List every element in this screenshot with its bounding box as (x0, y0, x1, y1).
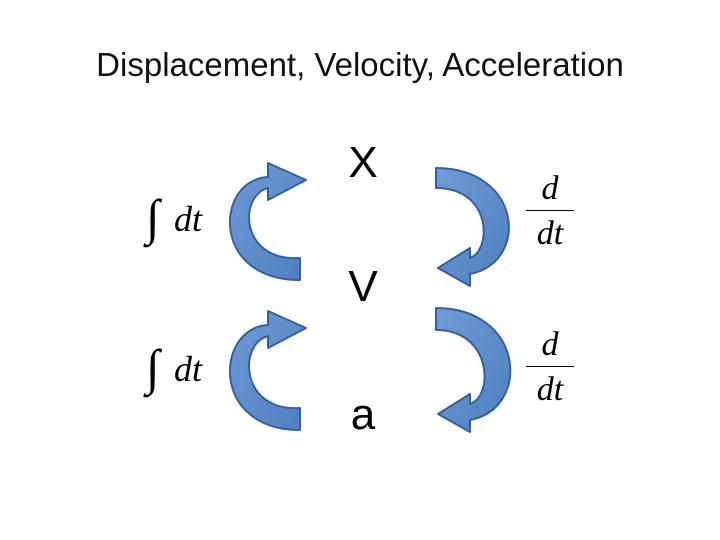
integral-dt: dt (174, 349, 203, 389)
integral-sign: ∫ (146, 189, 160, 245)
derivative-numerator: d (541, 170, 559, 207)
derivative-operator-bottom: d dt (522, 326, 578, 409)
slide-title: Displacement, Velocity, Acceleration (96, 46, 624, 83)
variable-v: V (348, 262, 378, 311)
derivative-denominator: dt (536, 215, 564, 252)
variable-a: a (350, 390, 376, 439)
variable-x: X (348, 138, 378, 187)
derivative-operator-top: d dt (522, 170, 578, 253)
fraction-bar (526, 366, 574, 367)
curved-down-arrow-icon (435, 307, 512, 433)
curved-up-arrow-icon (228, 310, 307, 431)
integral-dt: dt (174, 199, 203, 239)
fraction-bar (526, 210, 574, 211)
curved-down-arrow-icon (435, 167, 510, 287)
derivative-numerator: d (541, 326, 559, 363)
integral-sign: ∫ (146, 339, 160, 395)
derivative-denominator: dt (536, 371, 564, 408)
curved-up-arrow-icon (228, 162, 307, 281)
